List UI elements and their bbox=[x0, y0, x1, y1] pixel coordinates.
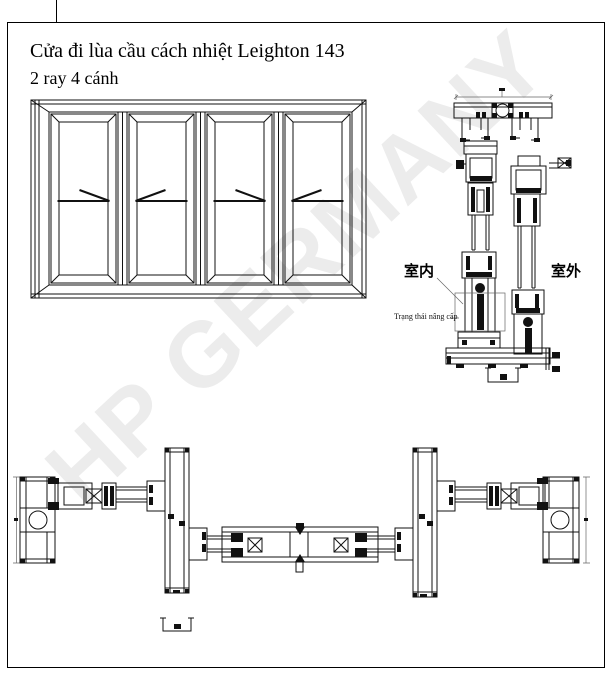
interior-label: 室内 bbox=[404, 262, 435, 280]
slide-direction-arrow bbox=[213, 189, 266, 202]
exterior-label: 室外 bbox=[551, 262, 582, 280]
door-panel bbox=[284, 113, 351, 284]
door-elevation-drawing bbox=[30, 99, 367, 299]
horizontal-section-detail bbox=[13, 447, 590, 632]
sash-top-section-interior bbox=[456, 140, 498, 251]
lift-state-note: Trạng thái nâng cấp bbox=[394, 312, 458, 321]
page-border bbox=[7, 22, 605, 668]
sash-plan-section-left bbox=[57, 482, 148, 510]
page-subtitle: 2 ray 4 cánh bbox=[30, 68, 119, 88]
floor-guide-detail bbox=[485, 367, 521, 383]
interlock-section-left bbox=[146, 447, 222, 594]
meeting-stile-section bbox=[221, 523, 395, 573]
floor-guide-detail bbox=[160, 617, 194, 632]
jamb-section-left bbox=[13, 476, 59, 564]
corner-tick-mark bbox=[56, 0, 57, 23]
slide-direction-arrow bbox=[291, 189, 344, 202]
sill-track-section bbox=[436, 251, 560, 372]
head-track-section bbox=[453, 88, 554, 142]
slide-direction-arrow bbox=[57, 189, 110, 202]
slide-direction-arrow bbox=[135, 189, 188, 202]
interlock-section-right bbox=[394, 447, 487, 598]
door-panel bbox=[128, 113, 195, 284]
jamb-section-right bbox=[537, 476, 590, 564]
door-panel bbox=[206, 113, 273, 284]
vertical-section-detail bbox=[436, 88, 572, 383]
page-title: Cửa đi lùa cầu cách nhiệt Leighton 143 bbox=[30, 40, 345, 62]
mullion-sections bbox=[117, 111, 284, 286]
sash-top-section-exterior bbox=[510, 155, 572, 289]
sash-plan-section-right bbox=[486, 482, 546, 510]
door-panel bbox=[50, 113, 117, 284]
